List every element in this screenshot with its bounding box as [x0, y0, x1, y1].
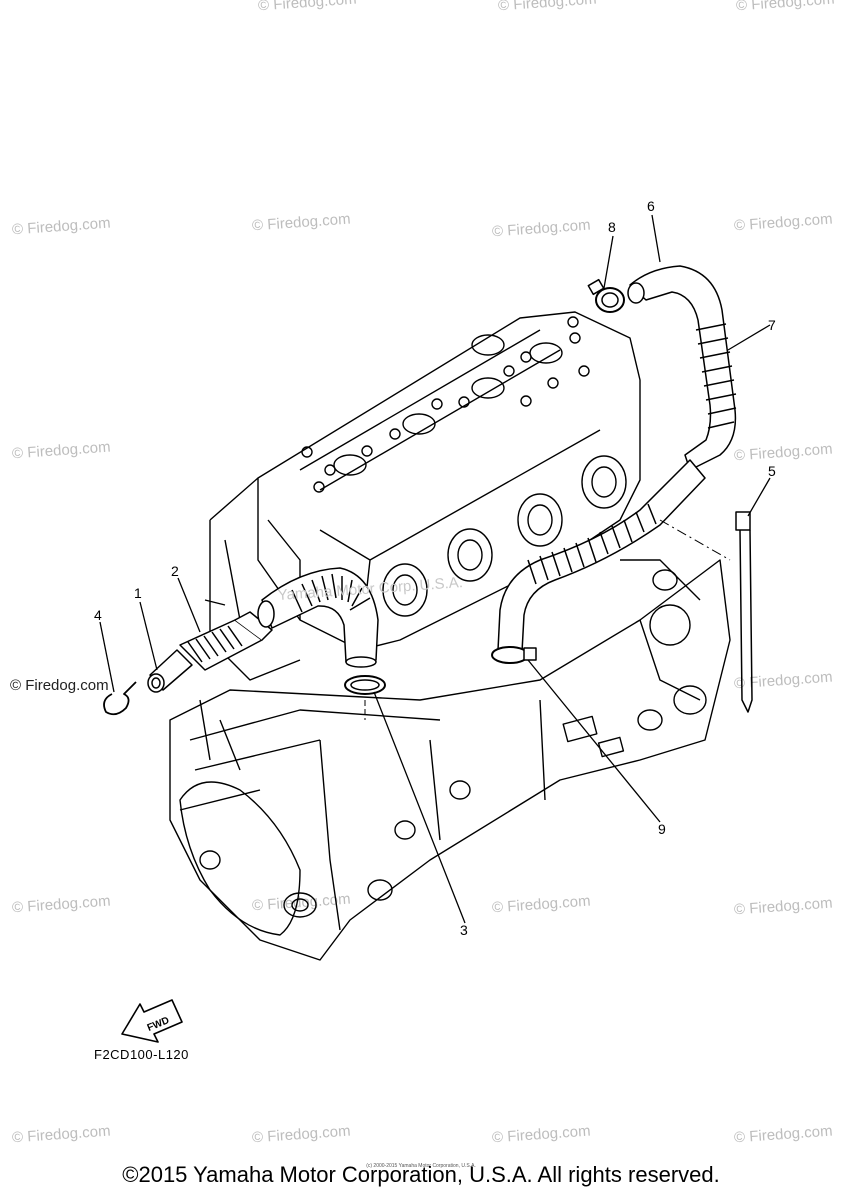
part-1-pipe	[147, 649, 193, 693]
callout-5: 5	[768, 463, 776, 479]
callout-4: 4	[94, 607, 102, 623]
part-6-7-hose	[627, 265, 737, 471]
callout-2: 2	[171, 563, 179, 579]
part-4-clip	[103, 681, 137, 716]
callout-9: 9	[658, 821, 666, 837]
elbow-hose	[257, 567, 379, 668]
callout-8: 8	[608, 219, 616, 235]
parts-drawing	[103, 265, 753, 720]
tiny-note: (c) 2000-2015 Yamaha Motor Corporation, …	[366, 1163, 476, 1169]
callout-6: 6	[647, 198, 655, 214]
fwd-arrow-icon: FWD	[121, 999, 183, 1043]
engine-block-drawing	[169, 311, 731, 961]
part-3-o-ring	[344, 675, 386, 695]
lower-hose	[497, 459, 706, 653]
part-8-clamp	[587, 278, 625, 313]
diagram-code: F2CD100-L120	[94, 1047, 189, 1062]
callout-1: 1	[134, 585, 142, 601]
part-2-hose	[179, 611, 273, 671]
watermark: © Firedog.com	[10, 677, 109, 694]
callout-3: 3	[460, 922, 468, 938]
callout-7: 7	[768, 317, 776, 333]
leader-lines	[99, 214, 771, 924]
part-5-cable-tie	[735, 511, 753, 713]
copyright-text: ©2015 Yamaha Motor Corporation, U.S.A. A…	[122, 1162, 720, 1187]
part-9-clamp	[491, 646, 537, 664]
